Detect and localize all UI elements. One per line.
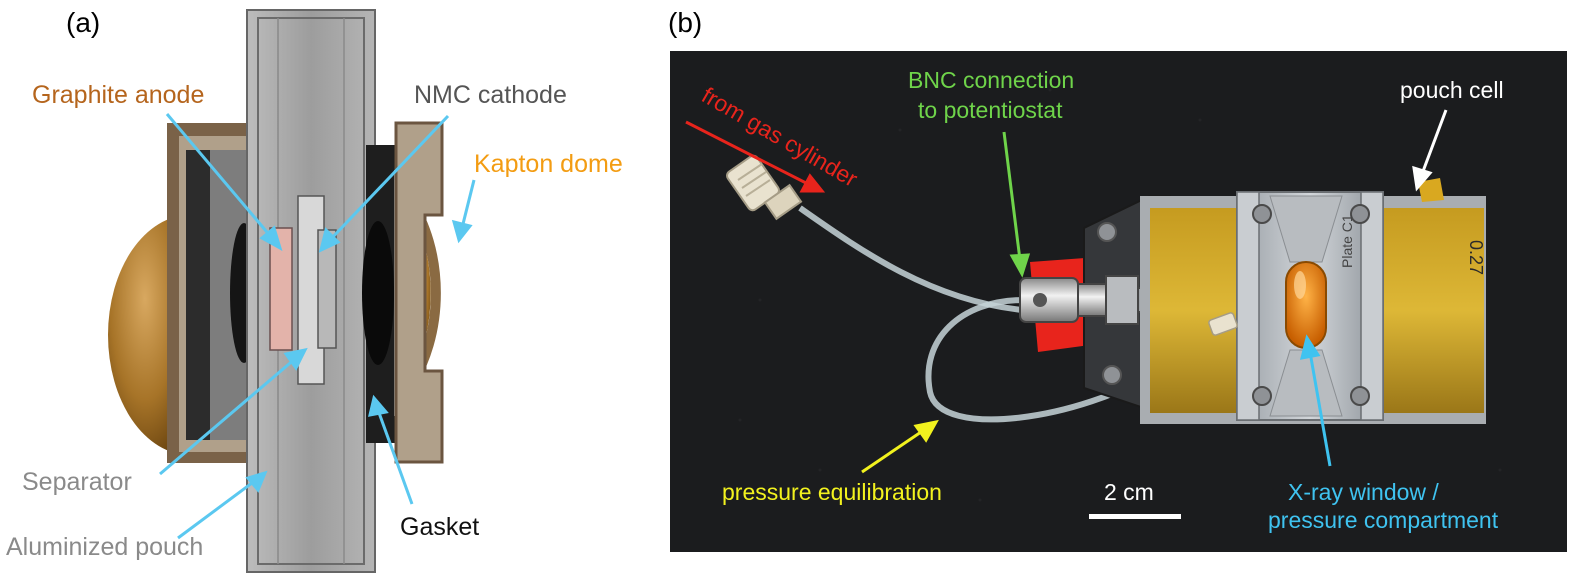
label-aluminized-pouch: Aluminized pouch [6,533,203,561]
pouch-handwriting: 0.27 [1466,240,1486,275]
gas-fitting [726,154,803,221]
bnc-connector [1019,275,1157,325]
panel-a-label: (a) [66,7,100,38]
kapton-tape-left [1150,208,1242,413]
yellow-arrow [861,419,939,474]
graphite-anode [269,227,293,351]
label-scale-bar: 2 cm [1104,479,1154,505]
label-graphite-anode: Graphite anode [32,81,204,109]
xray-window [1285,261,1327,349]
plate-handwriting: Plate C1 [1339,214,1355,268]
scale-bar [1089,514,1181,519]
right-housing [394,121,444,464]
kapton-tape-right [1380,208,1484,413]
label-pouch-cell: pouch cell [1400,77,1504,103]
red-arrow [685,120,826,193]
cyan-arrow [1299,334,1332,467]
label-bnc-line1: BNC connection [908,67,1074,93]
panel-a-leaders [159,113,476,540]
panel-b-label: (b) [668,7,702,38]
label-bnc-line2: to potentiostat [918,97,1063,123]
white-arrow [1412,109,1448,192]
label-xray-line2: pressure compartment [1268,507,1499,533]
panel-a: (a) Graphite anode N [6,7,623,573]
label-xray-line1: X-ray window / [1288,479,1439,505]
label-nmc-cathode: NMC cathode [414,81,567,109]
label-gasket: Gasket [400,513,479,541]
label-pressure-equilibration: pressure equilibration [722,479,942,505]
panel-b: (b) [668,7,1567,552]
label-kapton-dome: Kapton dome [474,150,623,178]
label-separator: Separator [22,468,132,496]
green-arrow [1002,131,1031,278]
